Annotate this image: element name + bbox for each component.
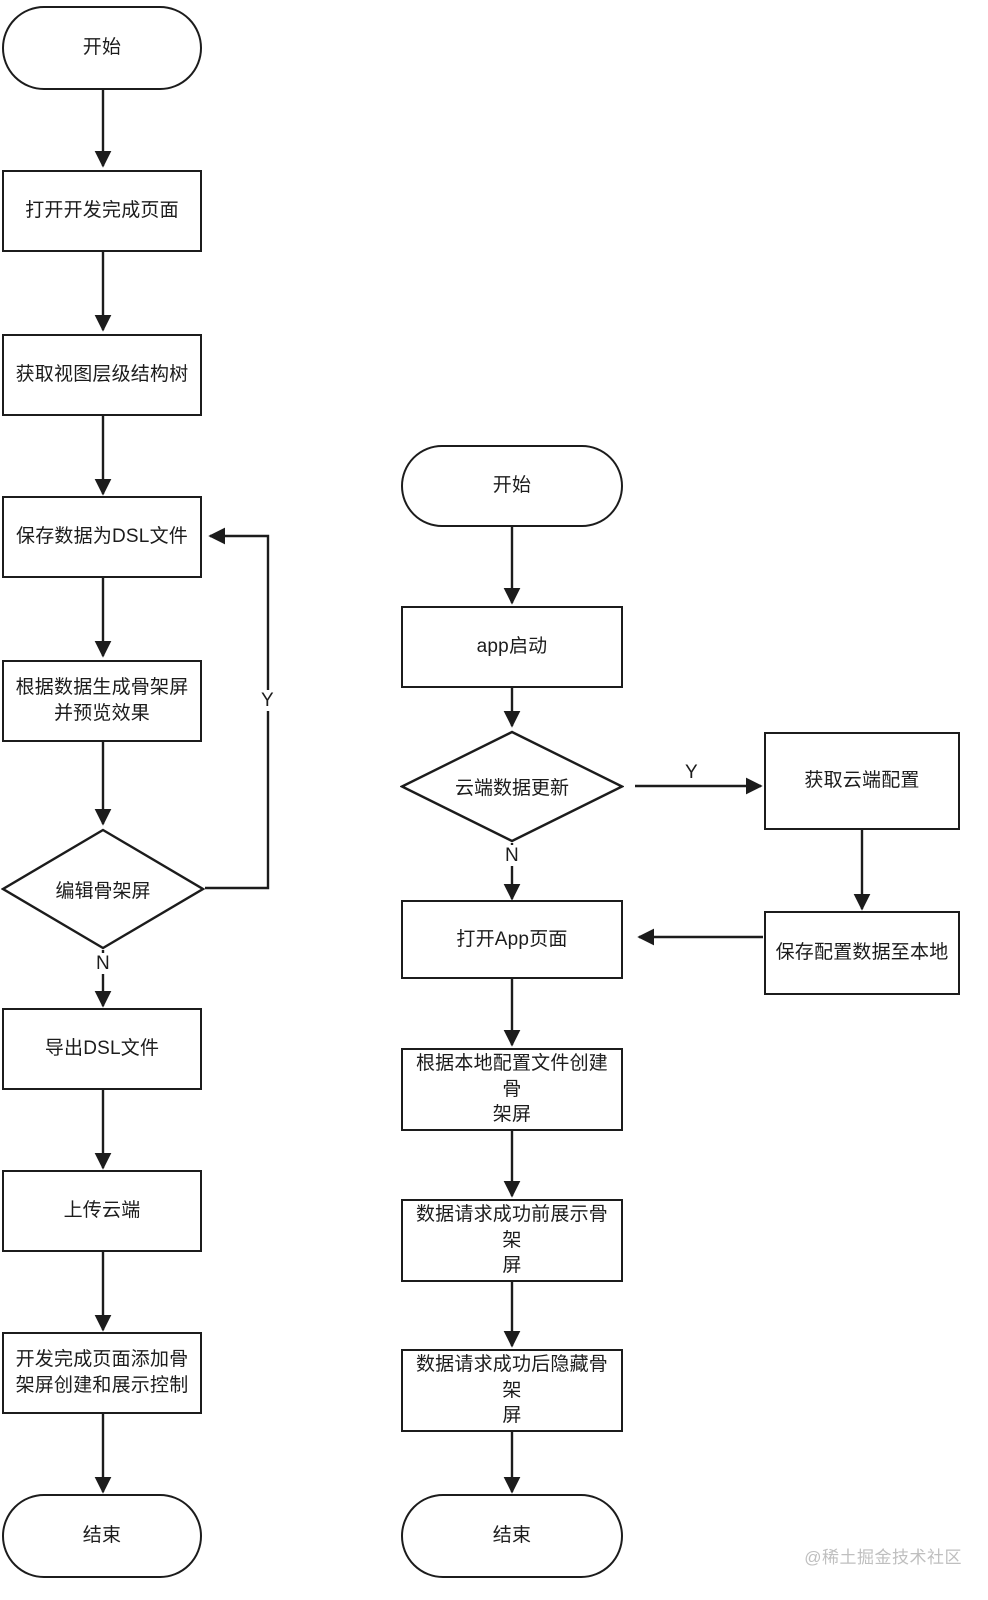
node-right-create-skeleton[interactable]: 根据本地配置文件创建骨 架屏 [401, 1048, 623, 1131]
node-label: app启动 [476, 636, 548, 658]
node-right-end[interactable]: 结束 [401, 1494, 623, 1578]
edge-label-right-no: N [502, 845, 522, 866]
diamond-shape [1, 828, 205, 950]
node-right-save-config-local[interactable]: 保存配置数据至本地 [764, 911, 960, 995]
node-left-add-control[interactable]: 开发完成页面添加骨 架屏创建和展示控制 [2, 1332, 202, 1414]
diamond-shape [400, 730, 624, 843]
node-left-export-dsl[interactable]: 导出DSL文件 [2, 1008, 202, 1090]
watermark: @稀土掘金技术社区 [804, 1548, 962, 1567]
node-label: 保存配置数据至本地 [775, 942, 949, 964]
node-label: 导出DSL文件 [44, 1038, 160, 1060]
node-left-save-dsl[interactable]: 保存数据为DSL文件 [2, 496, 202, 578]
node-left-get-view-tree[interactable]: 获取视图层级结构树 [2, 334, 202, 416]
node-label: 打开开发完成页面 [25, 200, 179, 222]
node-left-end[interactable]: 结束 [2, 1494, 202, 1578]
node-left-edit-skeleton-decision[interactable]: 编辑骨架屏 [1, 828, 205, 950]
node-label: 上传云端 [63, 1200, 141, 1222]
node-label: 开始 [82, 37, 122, 59]
node-right-open-app-page[interactable]: 打开App页面 [401, 900, 623, 979]
node-right-app-launch[interactable]: app启动 [401, 606, 623, 688]
node-label: 编辑骨架屏 [55, 880, 151, 902]
node-label: 结束 [82, 1525, 122, 1547]
node-right-cloud-update-decision[interactable]: 云端数据更新 [400, 730, 624, 843]
node-label: 保存数据为DSL文件 [16, 526, 188, 548]
node-right-show-skeleton[interactable]: 数据请求成功前展示骨架 屏 [401, 1199, 623, 1282]
node-label: 数据请求成功前展示骨架 屏 [415, 1204, 608, 1277]
node-right-fetch-cloud-config[interactable]: 获取云端配置 [764, 732, 960, 830]
node-label: 获取云端配置 [804, 770, 920, 792]
node-label: 获取视图层级结构树 [15, 364, 189, 386]
node-left-open-page[interactable]: 打开开发完成页面 [2, 170, 202, 252]
node-label: 数据请求成功后隐藏骨架 屏 [415, 1354, 608, 1427]
node-label: 打开App页面 [456, 928, 568, 950]
node-label: 结束 [492, 1525, 532, 1547]
node-left-upload-cloud[interactable]: 上传云端 [2, 1170, 202, 1252]
node-right-start[interactable]: 开始 [401, 445, 623, 527]
edge-label-left-yes: Y [258, 690, 277, 711]
node-label: 开始 [492, 475, 532, 497]
node-label: 根据本地配置文件创建骨 架屏 [415, 1053, 608, 1126]
node-right-hide-skeleton[interactable]: 数据请求成功后隐藏骨架 屏 [401, 1349, 623, 1432]
node-label: 根据数据生成骨架屏 并预览效果 [15, 677, 189, 724]
node-left-generate-skeleton[interactable]: 根据数据生成骨架屏 并预览效果 [2, 660, 202, 742]
node-label: 开发完成页面添加骨 架屏创建和展示控制 [15, 1349, 189, 1396]
edge-label-right-yes: Y [682, 762, 701, 783]
node-label: 云端数据更新 [454, 778, 569, 799]
node-left-start[interactable]: 开始 [2, 6, 202, 90]
edge-label-left-no: N [93, 953, 113, 974]
